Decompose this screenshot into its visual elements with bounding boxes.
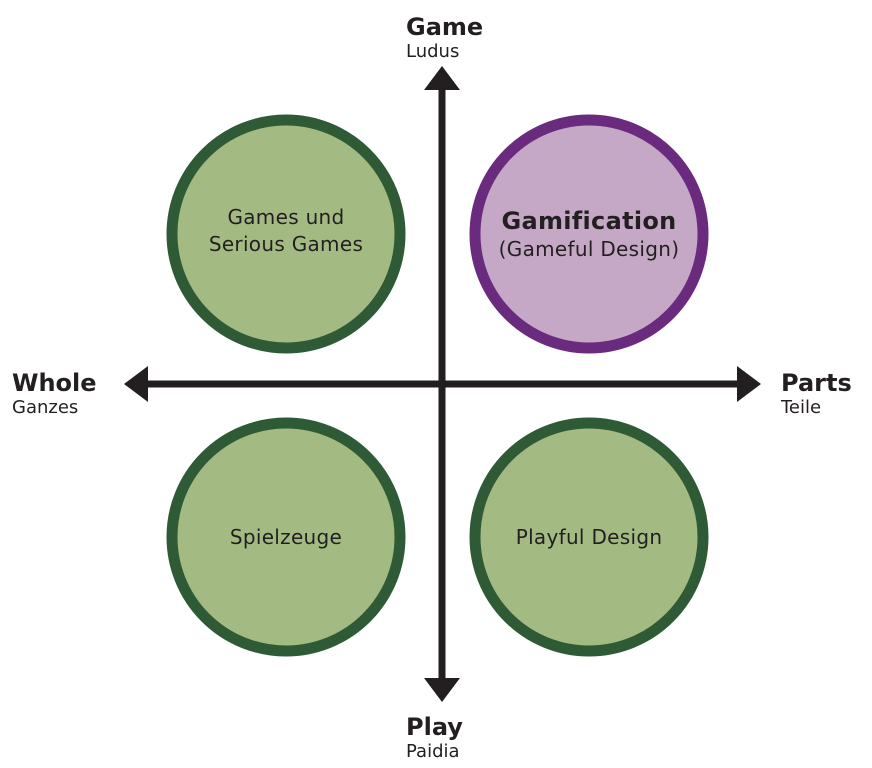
axis-top-sublabel: Ludus xyxy=(406,41,460,62)
circle-spielzeuge xyxy=(166,417,406,657)
quadrant-bottom-left-label: Spielzeuge xyxy=(229,525,343,549)
circle-games-serious-games xyxy=(166,114,406,354)
axis-bottom-sublabel: Paidia xyxy=(406,741,460,762)
axis-bottom-label-group: Play Paidia xyxy=(406,713,463,763)
axis-top-label: Game xyxy=(406,13,484,41)
axis-left-label: Whole xyxy=(12,369,97,397)
axis-right-label-group: Parts Teile xyxy=(781,369,852,419)
axis-left-sublabel: Ganzes xyxy=(12,397,79,418)
arrow-right-icon xyxy=(737,366,761,402)
quadrant-top-right-title: Gamification xyxy=(501,207,677,235)
quadrant-top-left-text: Games und Serious Games xyxy=(176,204,396,258)
axis-right-sublabel: Teile xyxy=(781,397,822,418)
quadrant-top-right-text: Gamification (Gameful Design) xyxy=(479,206,699,263)
arrow-left-icon xyxy=(124,366,148,402)
circle-gamification xyxy=(469,114,709,354)
axis-top-label-group: Game Ludus xyxy=(406,13,483,63)
quadrant-bottom-right-label: Playful Design xyxy=(515,525,663,549)
quadrant-bottom-right-text: Playful Design xyxy=(479,524,699,551)
quadrant-bottom-left-text: Spielzeuge xyxy=(176,524,396,551)
axis-left-label-group: Whole Ganzes xyxy=(12,369,97,419)
axis-bottom-label: Play xyxy=(406,713,463,741)
arrow-down-icon xyxy=(424,678,460,702)
arrow-up-icon xyxy=(424,66,460,90)
quadrant-top-left-line2: Serious Games xyxy=(208,232,364,256)
circle-playful-design xyxy=(469,417,709,657)
axis-right-label: Parts xyxy=(781,369,852,397)
quadrant-top-left-line1: Games und xyxy=(227,205,345,229)
quadrant-top-right-subtitle: (Gameful Design) xyxy=(498,237,680,261)
